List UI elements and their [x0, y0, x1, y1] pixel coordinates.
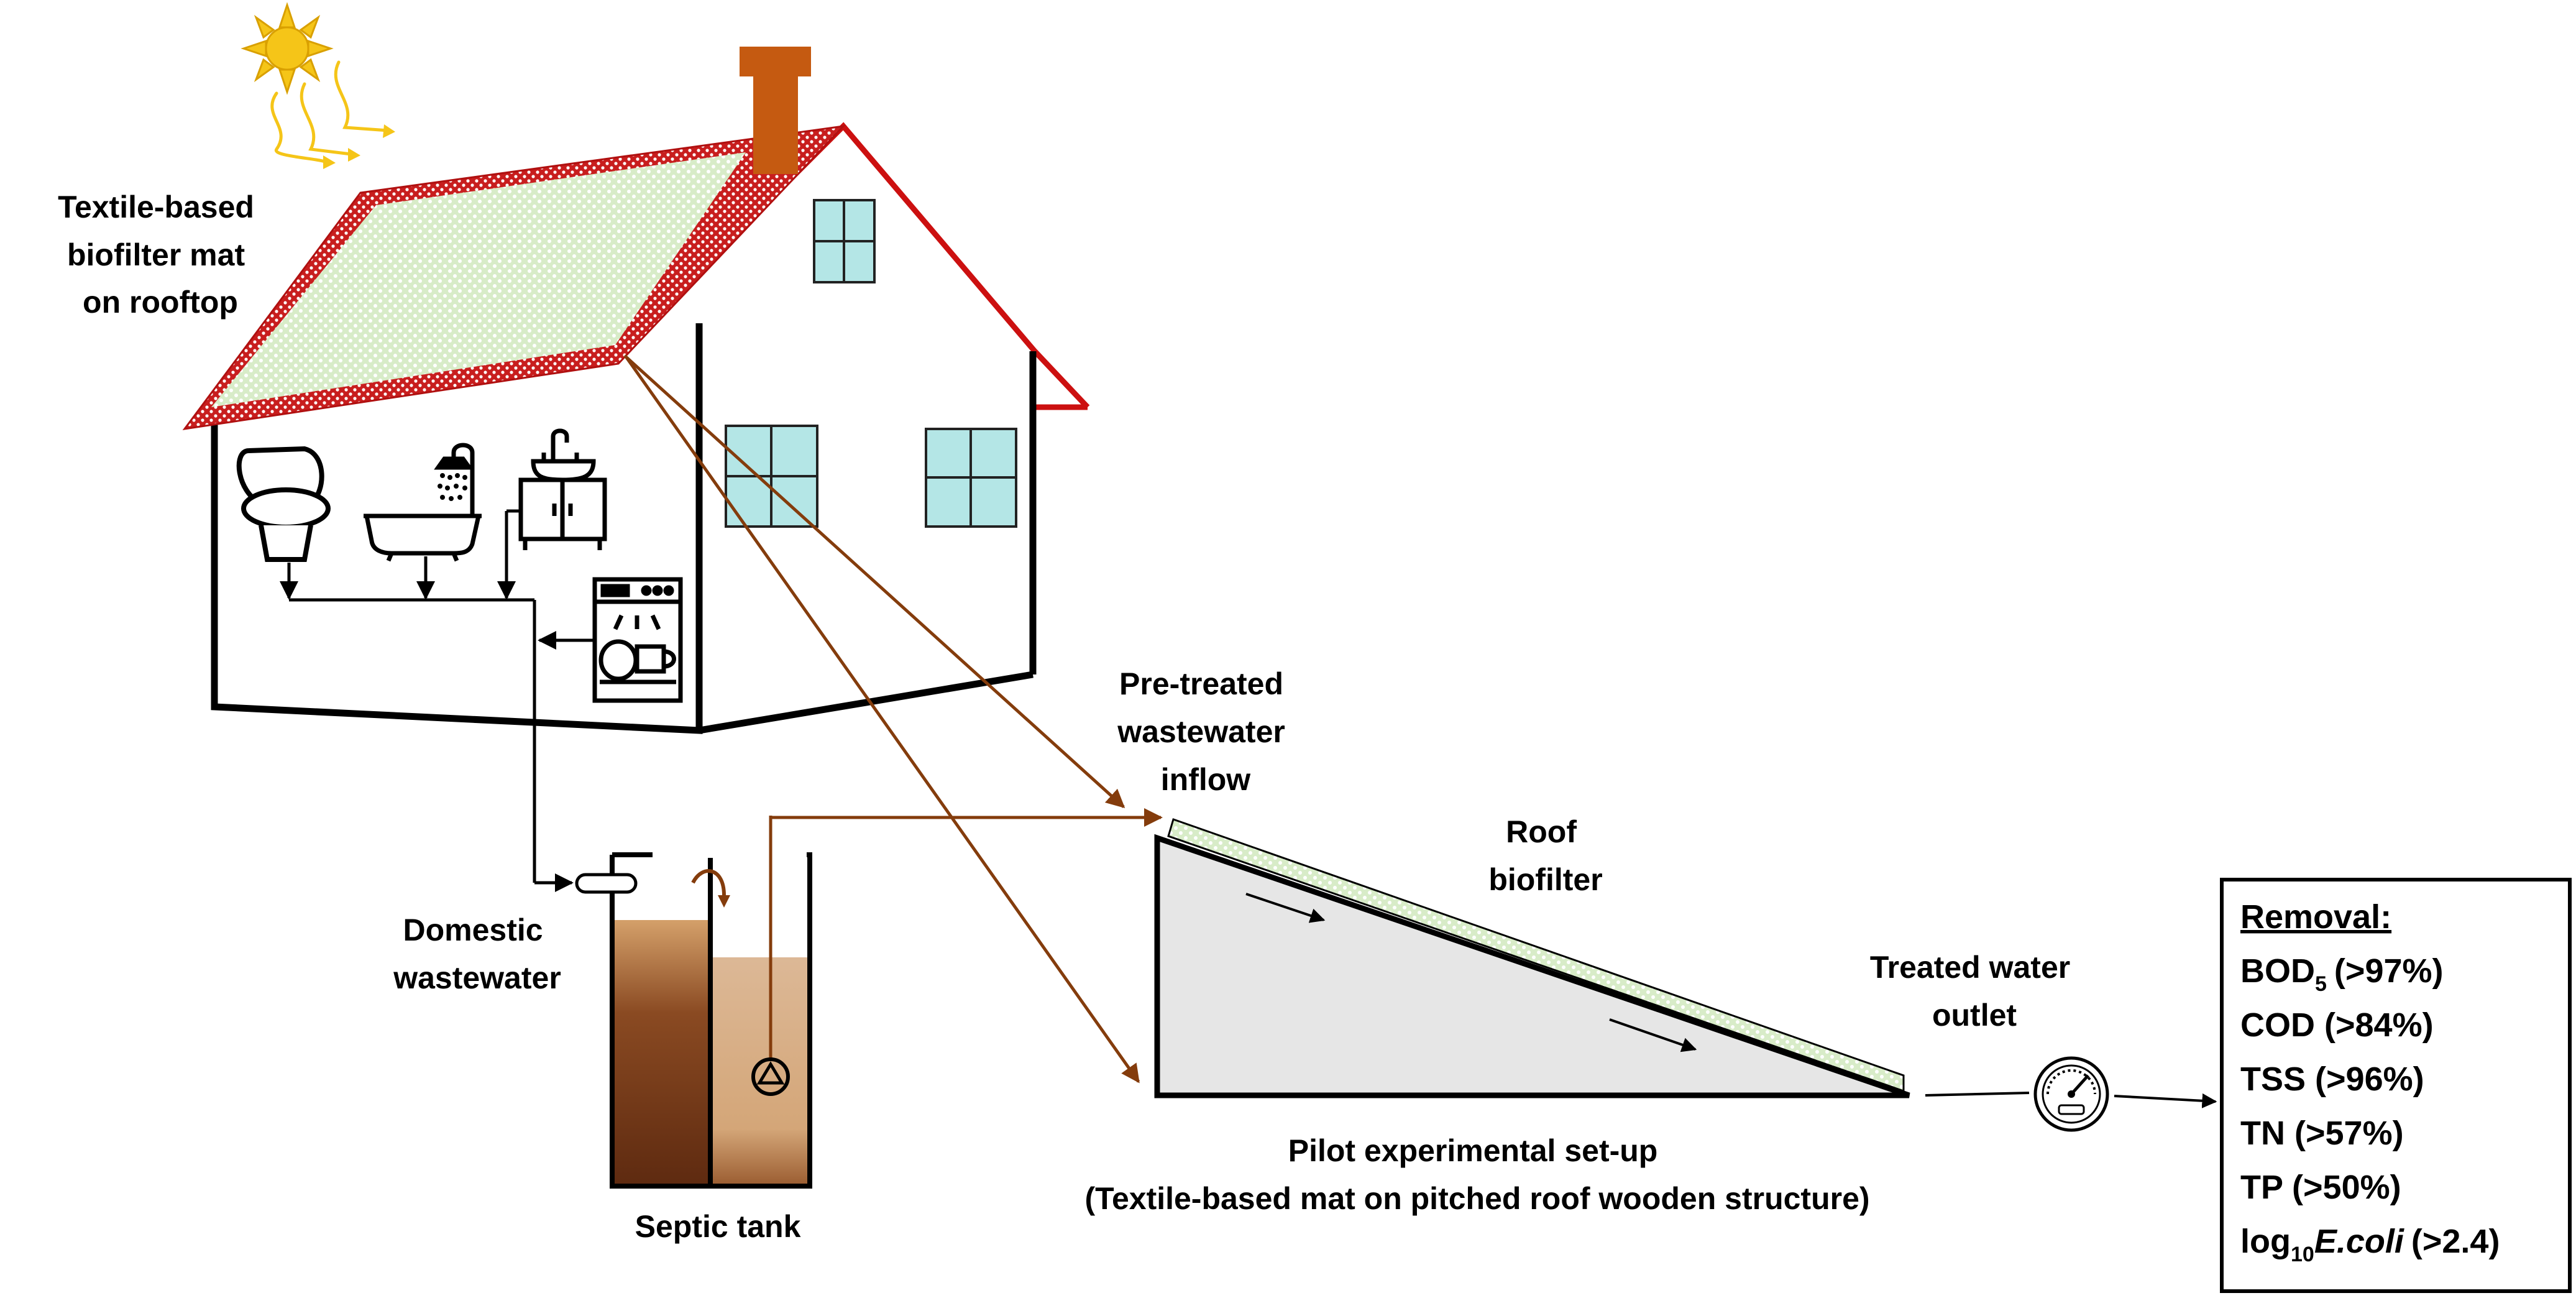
chimney	[740, 47, 811, 174]
septic-tank	[575, 852, 812, 1189]
pump-icon	[751, 816, 790, 1096]
window-right	[925, 428, 1017, 528]
label-domestic-wastewater: Domestic wastewater	[393, 913, 561, 995]
flow-arrows	[623, 354, 1163, 1084]
label-roof-biofilter: Roof biofilter	[1488, 814, 1602, 897]
removal-ecoli: log10E.coli(>2.4)	[2240, 1223, 2500, 1266]
window-left	[725, 425, 818, 528]
roof-biofilter-setup	[1154, 818, 1910, 1098]
inlet-pipe	[575, 873, 638, 894]
window-upper	[813, 199, 876, 283]
label-rooftop-mat: Textile-based biofilter mat on rooftop	[58, 190, 263, 320]
toilet-icon	[236, 446, 331, 562]
dishwasher-icon	[592, 577, 683, 703]
label-septic-tank: Septic tank	[635, 1209, 801, 1244]
sun-icon	[241, 2, 395, 169]
removal-cod: COD (>84%)	[2240, 1006, 2434, 1044]
label-treated-outlet: Treated water outlet	[1870, 950, 2079, 1033]
removal-title: Removal:	[2240, 898, 2391, 936]
textile-mat-rooftop	[211, 152, 746, 407]
sink-cabinet-icon	[518, 428, 607, 550]
house	[182, 47, 1090, 734]
removal-tn: TN (>57%)	[2240, 1115, 2404, 1152]
treated-outlet-line	[1925, 1092, 2217, 1108]
removal-tss: TSS (>96%)	[2240, 1061, 2424, 1098]
biofilter-mat	[1167, 818, 1905, 1093]
bathtub-shower-icon	[364, 443, 482, 562]
removal-bod: BOD5(>97%)	[2240, 952, 2444, 996]
removal-box	[2220, 878, 2572, 1293]
drain-piping	[280, 509, 595, 892]
label-pretreated-inflow: Pre-treated wastewater inflow	[1117, 666, 1294, 797]
label-pilot-setup: Pilot experimental set-up (Textile-based…	[1084, 1133, 1869, 1216]
removal-tp: TP (>50%)	[2240, 1169, 2401, 1206]
flow-meter-icon	[2033, 1056, 2109, 1132]
